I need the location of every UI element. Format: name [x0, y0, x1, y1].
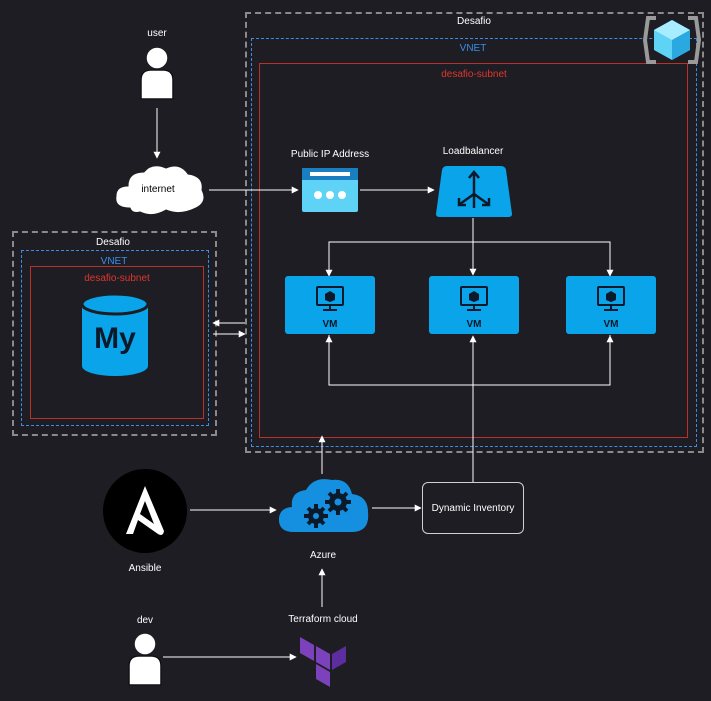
vm-right-label: VM: [603, 319, 619, 330]
main-resource-group: [245, 12, 704, 453]
public-ip-icon: [302, 168, 358, 212]
db-resource-group-title: Desafio: [96, 237, 130, 248]
resource-group-icon: [642, 16, 702, 64]
mysql-icon-text: My: [94, 322, 136, 355]
vm-right: VM: [566, 276, 656, 334]
mysql-database-icon: My: [80, 292, 150, 376]
loadbalancer-label: Loadbalancer: [442, 146, 504, 157]
dev-label: dev: [136, 615, 154, 626]
main-vnet-label: VNET: [459, 43, 487, 54]
ansible-label: Ansible: [128, 563, 162, 574]
azure-label: Azure: [309, 550, 337, 561]
ansible-logo-icon: [103, 469, 187, 553]
vm-center: VM: [429, 276, 519, 334]
virtual-machine-icon: [460, 286, 488, 311]
vm-center-label: VM: [466, 319, 482, 330]
internet-label: internet: [141, 184, 175, 195]
main-subnet-label: desafio-subnet: [441, 69, 507, 80]
load-balancer-icon: [436, 166, 512, 217]
public-ip-label: Public IP Address: [290, 149, 370, 160]
person-icon: [128, 632, 162, 686]
dynamic-inventory-box: Dynamic Inventory: [422, 482, 524, 534]
main-resource-group-title: Desafio: [457, 16, 491, 27]
edge-vm-bus: [328, 335, 611, 386]
terraform-label: Terraform cloud: [288, 614, 358, 625]
user-label: user: [147, 28, 167, 39]
edge-lb-vm-sides: [328, 241, 611, 275]
dynamic-inventory-label: Dynamic Inventory: [431, 502, 515, 514]
virtual-machine-icon: [597, 286, 625, 311]
main-vnet: [251, 38, 697, 447]
azure-cloud-gears-icon: [278, 479, 369, 532]
db-vnet-label: VNET: [100, 256, 128, 267]
internet-cloud-icon: [115, 165, 205, 216]
vm-left-label: VM: [322, 319, 338, 330]
virtual-machine-icon: [316, 286, 344, 311]
person-icon: [140, 46, 174, 100]
terraform-logo-icon: [300, 637, 346, 687]
db-subnet: [30, 266, 204, 419]
vm-left: VM: [285, 276, 375, 334]
db-subnet-label: desafio-subnet: [84, 273, 150, 284]
db-vnet: [21, 250, 209, 426]
